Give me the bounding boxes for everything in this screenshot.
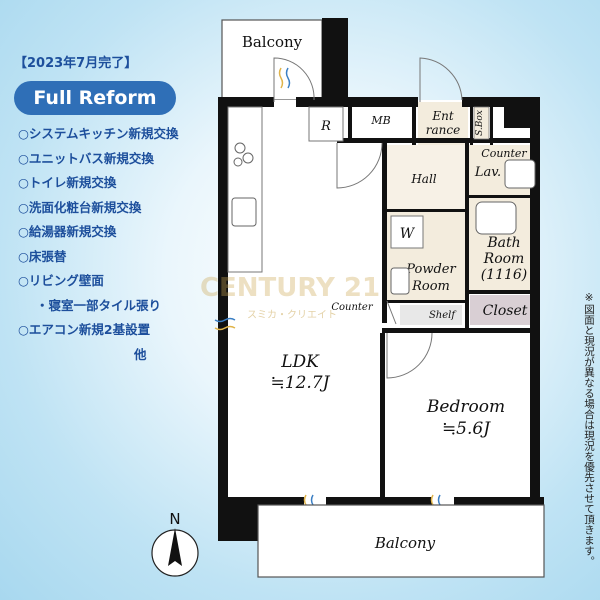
washer-box	[390, 215, 424, 249]
balcony-bottom-area	[257, 504, 545, 578]
compass-north-label: N	[169, 510, 180, 528]
stove-burner	[234, 142, 246, 154]
bedroom-door-swing	[386, 332, 433, 379]
stove-burner	[242, 152, 254, 164]
compass-icon: N	[151, 510, 199, 577]
bedroom-label: Bedroom	[426, 397, 505, 417]
bath-size-label: (1116)	[481, 267, 528, 283]
bathtub	[475, 201, 517, 235]
closet-label: Closet	[483, 303, 528, 319]
shoe-box-label: S.Box	[475, 110, 485, 136]
feature-item: ○エアコン新規2基設置	[18, 322, 151, 337]
disclaimer-note: ※図面と現況が異なる場合は現況を優先させて頂きます。	[583, 292, 595, 567]
feature-item: ・寝室一部タイル張り	[36, 297, 162, 313]
entrance-label: rance	[426, 123, 460, 137]
full-reform-badge: Full Reform	[14, 81, 176, 115]
stove-burner	[233, 157, 243, 167]
powder-room-label: Powder	[405, 262, 456, 277]
closet-area	[470, 295, 538, 325]
kitchen-sink	[231, 197, 257, 227]
kitchen-counter	[227, 106, 263, 273]
balcony-top-label: Balcony	[242, 33, 303, 51]
feature-item: ○ユニットバス新規交換	[18, 150, 154, 166]
balcony-door-swing	[273, 57, 315, 102]
watermark-brand: CENTURY 21	[200, 273, 380, 303]
completion-date: 【2023年7月完了】	[14, 56, 138, 71]
bath-label: Room	[483, 251, 525, 267]
watermark-sub: スミカ・クリエイト	[247, 309, 337, 321]
meter-box-label: MB	[370, 114, 390, 127]
hall-label: Hall	[410, 172, 436, 186]
hall-area	[387, 145, 467, 211]
toilet-fixture	[504, 159, 536, 189]
ldk-size-label: ≒12.7J	[271, 373, 331, 393]
bath-label: Bath	[486, 235, 520, 251]
entrance-area	[418, 102, 468, 145]
balcony-top-area	[221, 19, 323, 101]
shelf-label: Shelf	[429, 310, 457, 321]
wall-segment	[322, 18, 348, 102]
meter-box	[352, 107, 410, 137]
interior-walls	[220, 100, 540, 497]
lavatory-label: Lav.	[474, 165, 501, 180]
feature-list: ○システムキッチン新規交換 ○ユニットバス新規交換 ○トイレ新規交換 ○洗面化粧…	[18, 122, 179, 367]
feature-item: ○トイレ新規交換	[18, 175, 117, 190]
feature-item: 他	[134, 346, 147, 362]
feature-item: ○床張替	[18, 248, 67, 264]
balcony-bottom-label: Balcony	[374, 534, 436, 552]
counter-edge	[386, 300, 397, 325]
refrigerator-box	[308, 106, 344, 142]
vanity-fixture	[390, 267, 410, 295]
bedroom-size-label: ≒5.6J	[442, 419, 491, 439]
feature-item: ○洗面化粧台新規交換	[18, 199, 142, 215]
entrance-label: Ent	[431, 109, 453, 123]
hall-door-swing	[336, 142, 383, 189]
counter-top-label: Counter	[481, 147, 527, 160]
refrigerator-label: R	[320, 119, 331, 134]
shelf-area	[400, 305, 462, 325]
entrance-door-swing	[419, 57, 463, 102]
ldk-label: LDK	[280, 352, 320, 372]
feature-item: ○リビング壁面	[18, 273, 104, 288]
ac-indicator	[278, 67, 284, 89]
powder-room-label: Room	[411, 279, 450, 294]
shoe-box	[473, 106, 490, 140]
feature-item: ○システムキッチン新規交換	[18, 126, 179, 141]
counter-mid-label: Counter	[331, 302, 373, 313]
feature-item: ○給湯器新規交換	[18, 224, 117, 239]
washer-label: W	[400, 226, 416, 242]
